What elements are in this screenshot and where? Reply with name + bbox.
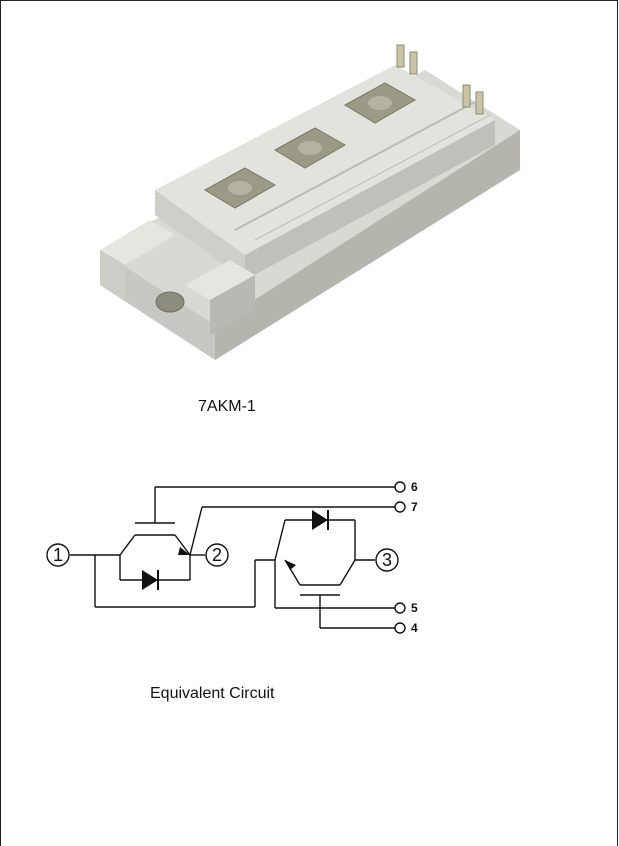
module-ridge-front: [155, 190, 245, 280]
svg-text:4: 4: [411, 621, 418, 635]
svg-text:3: 3: [382, 550, 392, 570]
tab-pins-rear: [396, 44, 484, 115]
svg-text:5: 5: [411, 601, 418, 615]
diode-left-symbol: [142, 570, 158, 590]
mounting-ear-left: [100, 220, 175, 300]
svg-text:2: 2: [212, 545, 222, 565]
terminal-pad-1: [203, 167, 277, 209]
svg-text:1: 1: [53, 545, 63, 565]
mounting-hole: [155, 291, 185, 313]
node-2: 2: [205, 543, 229, 567]
pin-4: 4: [394, 621, 418, 635]
pin-5: 5: [394, 601, 418, 615]
module-base-side: [215, 130, 520, 360]
diode-right-symbol: [312, 510, 328, 530]
module-ridge-top: [155, 65, 495, 255]
circuit-caption: Equivalent Circuit: [150, 685, 275, 702]
pin-7: 7: [394, 500, 418, 514]
pin-6: 6: [394, 480, 418, 494]
module-illustration: [100, 44, 520, 360]
node-3: 3: [375, 548, 399, 572]
terminal-pad-2: [273, 127, 347, 169]
module-ridge-side: [245, 120, 495, 280]
svg-text:6: 6: [411, 480, 418, 494]
mounting-ear-right: [185, 260, 255, 335]
equivalent-circuit-diagram: 1 2 3 6 7 5 4: [46, 480, 418, 635]
module-caption: 7AKM-1: [198, 398, 256, 415]
terminal-pad-3: [343, 82, 417, 124]
svg-text:7: 7: [411, 500, 418, 514]
node-1: 1: [46, 543, 70, 567]
